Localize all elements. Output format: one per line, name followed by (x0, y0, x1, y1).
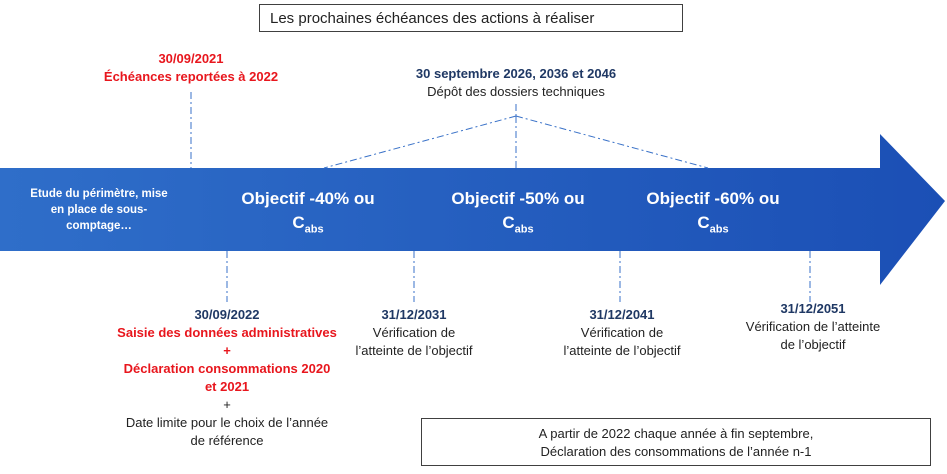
objective-60-label: Objectif -60% ou (646, 189, 780, 208)
objective-50-label: Objectif -50% ou (451, 189, 585, 208)
milestone-2041: 31/12/2041 Vérification de l’atteinte de… (542, 306, 702, 360)
annual-declaration-line2: Déclaration des consommations de l’année… (540, 444, 812, 459)
title-box: Les prochaines échéances des actions à r… (259, 4, 683, 32)
milestone-2022-plus1: + (223, 343, 231, 358)
objective-50-cabs: Cabs (502, 213, 534, 236)
milestone-2022-plus2: + (223, 397, 231, 412)
milestone-2021-label: Échéances reportées à 2022 (103, 69, 279, 84)
milestone-2022-date: 30/09/2022 (194, 307, 260, 322)
timeline-arrow (0, 134, 945, 285)
milestone-2021: 30/09/2021 Échéances reportées à 2022 (81, 50, 301, 86)
diagram-title: Les prochaines échéances des actions à r… (270, 10, 595, 27)
milestone-2022-red1: Saisie des données administratives (117, 325, 337, 340)
objective-40: Objectif -40% ou Cabs (218, 187, 398, 241)
objective-40-label: Objectif -40% ou (241, 189, 375, 208)
milestone-2022-red2: Déclaration consommations 2020 (123, 361, 331, 376)
milestone-2031-date: 31/12/2031 (381, 307, 447, 322)
connector-top-right (515, 115, 709, 169)
milestone-dossiers: 30 septembre 2026, 2036 et 2046 Dépôt de… (376, 65, 656, 101)
milestone-2041-line2: l’atteinte de l’objectif (563, 343, 681, 358)
milestone-2051: 31/12/2051 Vérification de l’atteinte de… (728, 300, 898, 354)
objective-60-cabs: Cabs (697, 213, 729, 236)
milestone-2041-date: 31/12/2041 (589, 307, 655, 322)
objective-50: Objectif -50% ou Cabs (428, 187, 608, 241)
milestone-2021-date: 30/09/2021 (158, 51, 224, 66)
annual-declaration-box: A partir de 2022 chaque année à fin sept… (421, 418, 931, 466)
arrow-intro-line3: comptage… (66, 220, 132, 232)
arrow-intro-line1: Etude du périmètre, mise (30, 188, 168, 200)
milestone-dossiers-label: Dépôt des dossiers techniques (427, 84, 605, 99)
milestone-2051-date: 31/12/2051 (780, 301, 846, 316)
annual-declaration-line1: A partir de 2022 chaque année à fin sept… (538, 426, 814, 441)
arrow-intro-line2: en place de sous- (50, 204, 148, 216)
objective-40-cabs: Cabs (292, 213, 324, 236)
milestone-2022-red3: et 2021 (204, 379, 250, 394)
milestone-2022: 30/09/2022 Saisie des données administra… (92, 306, 362, 450)
objective-60: Objectif -60% ou Cabs (623, 187, 803, 241)
milestone-dossiers-date: 30 septembre 2026, 2036 et 2046 (415, 66, 617, 81)
milestone-2022-line2: de référence (190, 433, 264, 448)
arrow-intro: Etude du périmètre, mise en place de sou… (4, 186, 194, 234)
milestone-2031-line2: l’atteinte de l’objectif (355, 343, 473, 358)
milestone-2041-line1: Vérification de (580, 325, 664, 340)
milestone-2031-line1: Vérification de (372, 325, 456, 340)
milestone-2031: 31/12/2031 Vérification de l’atteinte de… (334, 306, 494, 360)
milestone-2051-line2: de l’objectif (780, 337, 846, 352)
connector-top-left (323, 115, 517, 169)
milestone-2051-line1: Vérification de l’atteinte (745, 319, 881, 334)
milestone-2022-line1: Date limite pour le choix de l’année (125, 415, 329, 430)
